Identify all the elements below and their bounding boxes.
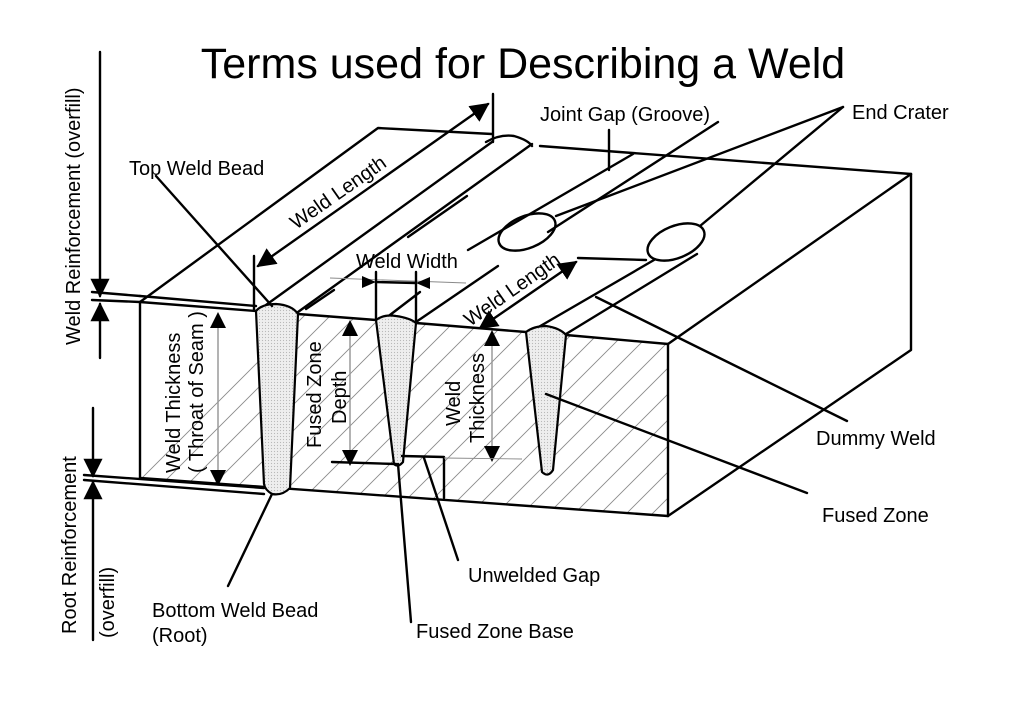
weld-length-dimension-1 <box>252 92 495 312</box>
weld-length-dimension-2 <box>478 256 648 330</box>
label-unwelded-gap: Unwelded Gap <box>468 565 600 587</box>
hatch-line <box>489 302 668 516</box>
label-root-reinforcement-1: Root Reinforcement <box>59 456 81 634</box>
hatch-line <box>750 300 970 520</box>
hatch-line <box>541 302 668 516</box>
label-bottom-weld-bead-2: (Root) <box>152 625 208 647</box>
label-weld-thickness-1: Weld <box>443 381 465 426</box>
label-fused-zone-depth-2: Depth <box>329 371 351 424</box>
label-root-reinforcement-2: (overfill) <box>97 567 119 638</box>
label-fused-zone-depth-1: Fused Zone <box>304 341 326 448</box>
unwelded-gap-line <box>400 454 446 500</box>
hatch-line <box>619 302 668 516</box>
label-fused-zone: Fused Zone <box>822 505 929 527</box>
label-end-crater: End Crater <box>852 102 949 124</box>
fused-zone-base-line <box>330 460 398 466</box>
hatch-line <box>333 302 555 516</box>
weld-width-dimension <box>329 270 467 324</box>
label-weld-width: Weld Width <box>356 251 458 273</box>
weld-reinforcement-dimension <box>90 50 258 360</box>
end-crater-1 <box>497 212 557 252</box>
label-dummy-weld: Dummy Weld <box>816 428 936 450</box>
root-reinforcement-dimension <box>82 406 266 642</box>
hatch-line <box>698 300 918 520</box>
label-weld-length-1: Weld Length <box>286 152 390 234</box>
label-weld-thickness-seam-2: ( Throat of Seam ) <box>186 311 208 473</box>
label-weld-thickness-seam-1: Weld Thickness <box>163 333 185 473</box>
hatch-line <box>645 302 668 516</box>
hatch-line <box>672 300 892 520</box>
hatch-line <box>593 302 668 516</box>
label-weld-thickness-2: Thickness <box>467 353 489 443</box>
weld-bead-full <box>254 302 300 496</box>
leader-lines <box>154 105 849 624</box>
end-crater-2 <box>646 222 706 262</box>
weld-bead-partial <box>374 314 418 467</box>
hatch-line <box>255 302 477 516</box>
hatch-line <box>515 302 668 516</box>
hatch-line <box>463 302 668 516</box>
hatch-line <box>567 302 668 516</box>
hatch-line <box>385 302 607 516</box>
label-fused-zone-base: Fused Zone Base <box>416 621 574 643</box>
label-joint-gap: Joint Gap (Groove) <box>540 104 710 126</box>
label-weld-reinforcement: Weld Reinforcement (overfill) <box>63 88 85 346</box>
label-bottom-weld-bead-1: Bottom Weld Bead <box>152 600 318 622</box>
label-weld-length-2: Weld Length <box>460 249 564 331</box>
label-top-weld-bead: Top Weld Bead <box>129 158 264 180</box>
diagram-title: Terms used for Describing a Weld <box>201 40 845 88</box>
